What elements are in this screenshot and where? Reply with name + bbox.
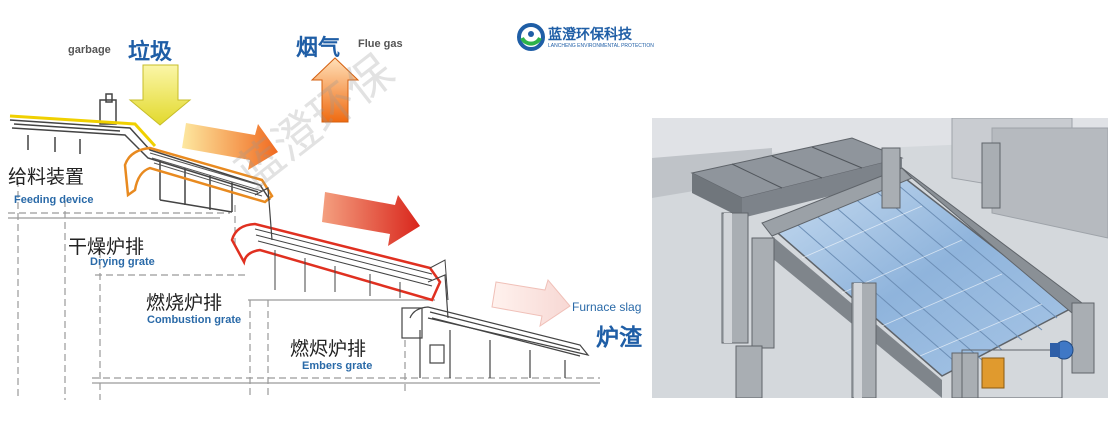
feeder-highlight (9, 114, 157, 148)
slag-arrow (491, 278, 571, 328)
brand-logo-icon (517, 23, 545, 51)
heat-arrow-drying (182, 123, 278, 170)
embers-grate (401, 306, 590, 378)
label-combustion-cn: 燃烧炉排 (146, 292, 223, 314)
drying-grate-bars (149, 152, 263, 197)
framework-lines (8, 180, 600, 400)
drying-highlight (123, 146, 274, 204)
label-feeding-cn: 给料装置 (8, 166, 85, 188)
label-flue-cn: 烟气 (296, 36, 341, 61)
combustion-highlight (230, 222, 442, 302)
brand-logo: 蓝澄环保科技 LANCHENG ENVIRONMENTAL PROTECTION (516, 22, 654, 56)
garbage-arrow (128, 64, 192, 126)
label-flue-en: Flue gas (358, 38, 403, 50)
label-drying-en: Drying grate (90, 256, 155, 268)
label-feeding-en: Feeding device (14, 194, 94, 206)
grate-diagram-svg (8, 57, 600, 400)
grate-diagram: 蓝澄环保 garbage 垃圾 烟气 Flue gas 给料装置 Feeding… (8, 36, 642, 400)
label-combustion-en: Combustion grate (147, 314, 242, 326)
label-embers-cn: 燃烬炉排 (290, 338, 367, 360)
label-garbage-cn: 垃圾 (128, 40, 173, 65)
flue-gas-arrow (310, 57, 360, 123)
combustion-grate-bars (254, 228, 449, 301)
brand-name-cn: 蓝澄环保科技 (548, 27, 632, 43)
grate-3d-svg (652, 118, 1108, 398)
framework-solid (8, 217, 600, 384)
heat-arrow-combustion (322, 192, 420, 246)
grate-3d-render (652, 118, 1108, 398)
label-slag-cn: 炉渣 (596, 325, 642, 351)
brand-name-en: LANCHENG ENVIRONMENTAL PROTECTION (548, 43, 654, 49)
label-garbage-en: garbage (68, 44, 111, 56)
label-embers-en: Embers grate (302, 360, 373, 372)
label-slag-en: Furnace slag (572, 300, 642, 314)
label-drying-cn: 干燥炉排 (68, 236, 145, 258)
step-walls (254, 187, 449, 319)
